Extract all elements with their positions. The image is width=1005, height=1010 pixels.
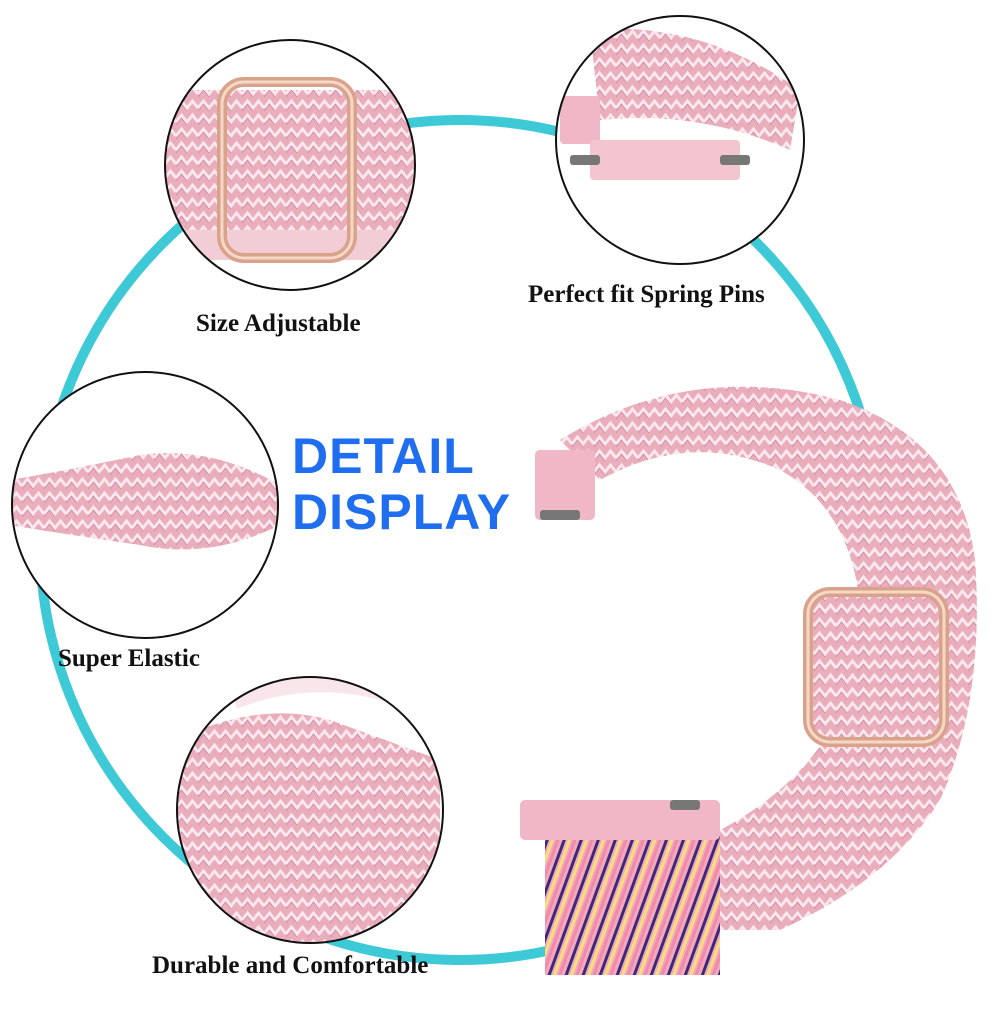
title-line-1: DETAIL — [292, 428, 475, 484]
label-durable-comfortable: Durable and Comfortable — [152, 952, 429, 979]
super-elastic-closeup — [12, 453, 278, 550]
label-super-elastic: Super Elastic — [58, 645, 200, 672]
title-line-2: DISPLAY — [292, 484, 512, 540]
size-adjustable-closeup — [165, 77, 415, 263]
spring-pins-closeup — [560, 28, 800, 180]
label-size-adjustable: Size Adjustable — [196, 310, 361, 337]
watch-band-product — [520, 386, 977, 975]
label-spring-pins: Perfect fit Spring Pins — [528, 281, 765, 308]
detail-display-title: DETAIL DISPLAY — [292, 428, 511, 540]
